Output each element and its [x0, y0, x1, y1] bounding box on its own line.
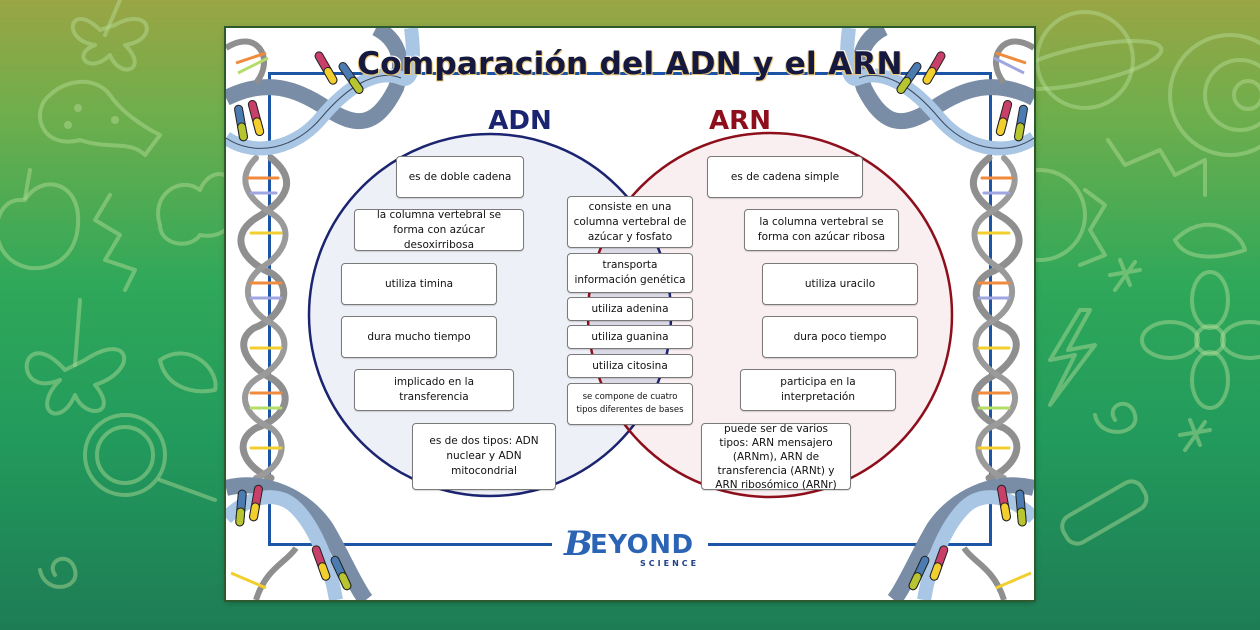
leaf-icon: [1173, 222, 1247, 259]
dna-corner-bottom-right-icon: [887, 477, 1034, 600]
arn-label: ARN: [709, 106, 771, 136]
adn-item: utiliza timina: [341, 263, 497, 305]
dna-helix-decorations: [226, 28, 1034, 600]
butterfly-icon: [24, 298, 127, 416]
shell-icon: [1168, 33, 1260, 157]
arn-item: participa en la interpretación: [740, 369, 896, 411]
dna-helix-icon: [237, 154, 291, 482]
adn-item: es de dos tipos: ADN nuclear y ADN mitoc…: [412, 423, 556, 490]
both-item: utiliza citosina: [567, 354, 693, 378]
logo-sub: SCIENCE: [640, 559, 700, 568]
logo-initial: B: [564, 524, 593, 564]
both-item: transporta información genética: [567, 253, 693, 293]
flask-icon: [38, 79, 162, 157]
star-icon: [1108, 258, 1212, 452]
lightning-icon: [93, 193, 137, 292]
both-item: se compone de cuatro tipos diferentes de…: [567, 383, 693, 425]
dna-corner-bottom-left-icon: [226, 477, 373, 600]
adn-item: la columna vertebral se forma con azúcar…: [354, 209, 524, 251]
lightning-icon: [1048, 308, 1097, 407]
page-title: Comparación del ADN y el ARN: [357, 46, 903, 82]
leaf-icon: [158, 351, 218, 394]
beyond-science-logo: B EYOND SCIENCE: [560, 524, 700, 572]
flower-icon: [1140, 270, 1260, 410]
dna-helix-icon: [969, 154, 1023, 482]
adn-item: dura mucho tiempo: [341, 316, 497, 358]
dna-corner-top-right-icon: [840, 28, 1034, 156]
both-item: consiste en una columna vertebral de azú…: [567, 196, 693, 248]
both-item: utiliza guanina: [567, 325, 693, 349]
lightning-icon: [1106, 138, 1207, 197]
logo-main: EYOND: [590, 530, 694, 560]
spiral-icon: [38, 556, 78, 589]
both-item: utiliza adenina: [567, 297, 693, 321]
magnifier-icon: [83, 413, 217, 502]
arn-item: puede ser de varios tipos: ARN mensajero…: [701, 423, 851, 491]
adn-item: es de doble cadena: [396, 156, 524, 198]
adn-label: ADN: [488, 106, 552, 136]
arn-item: utiliza uracilo: [762, 263, 918, 305]
cloud-icon: [156, 172, 236, 246]
arn-item: es de cadena simple: [707, 156, 863, 198]
butterfly-icon: [70, 0, 149, 72]
test-tube-icon: [1060, 479, 1149, 546]
spiral-icon: [1093, 401, 1138, 434]
apple-icon: [0, 168, 81, 271]
arn-item: la columna vertebral se forma con azúcar…: [744, 209, 899, 251]
dna-corner-top-left-icon: [226, 28, 420, 156]
venn-poster: Comparación del ADN y el ARN ADN ARN es …: [226, 28, 1034, 600]
arn-item: dura poco tiempo: [762, 316, 918, 358]
adn-item: implicado en la transferencia: [354, 369, 514, 411]
